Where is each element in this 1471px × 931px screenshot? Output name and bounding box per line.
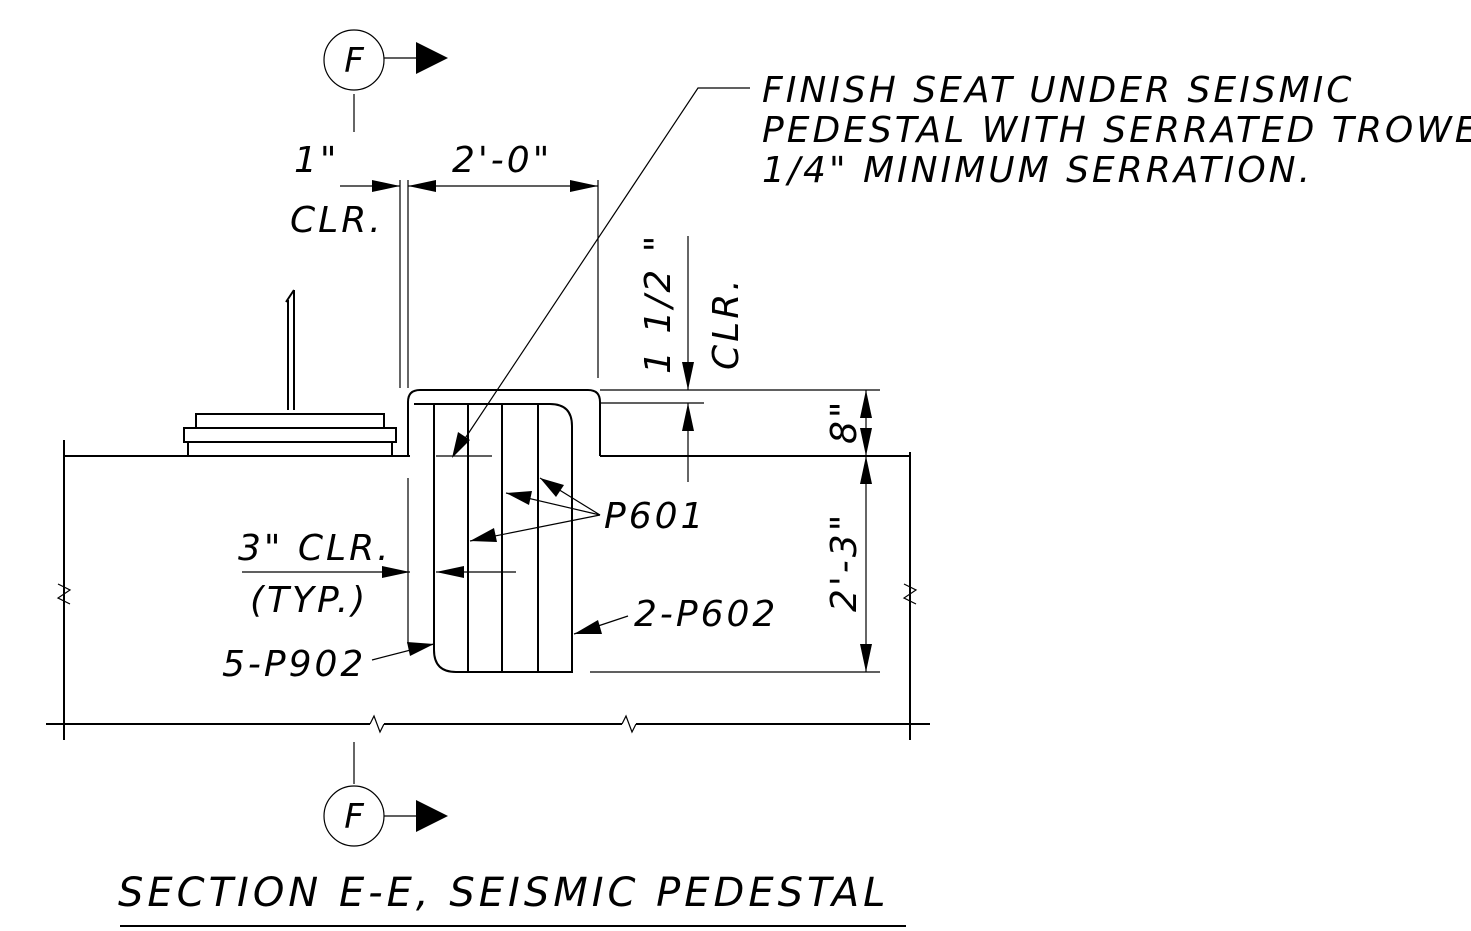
break-symbol-bottom-1-icon (369, 714, 385, 734)
break-symbol-right-icon (902, 583, 918, 605)
break-symbol-bottom-2-icon (621, 714, 637, 734)
p602-arrow-icon (574, 620, 602, 634)
note-leader-arrow-icon (452, 432, 470, 458)
dim-2ft3-arrow-bottom-icon (860, 644, 872, 672)
section-letter-top: F (344, 41, 364, 81)
p602-callout: 2-P602 (573, 594, 778, 635)
dim-side-clear: 3" CLR. (238, 528, 392, 569)
bearing-plate-bottom (187, 441, 393, 457)
dim-pedestal-width: 2'-0" (452, 140, 552, 181)
drawing-title: SECTION E-E, SEISMIC PEDESTAL (118, 870, 889, 916)
anchor-rod-tip (285, 289, 295, 303)
dim-vertical-clear: 1 1/2 " (638, 233, 679, 374)
dim-vertical-clear-arrow-bottom-icon (682, 403, 694, 431)
dim-vertical-clear-arrow-top-icon (682, 362, 694, 390)
p601-callout: P601 (469, 477, 706, 542)
section-marker-top: F (323, 29, 448, 132)
side-clear-callout: 3" CLR. (TYP.) (238, 478, 516, 644)
label-p602: 2-P602 (634, 594, 778, 635)
dim-8in-arrow-top-icon (860, 390, 872, 418)
p601-arrow-1-icon (470, 528, 497, 542)
dim-2ft3-arrow-top-icon (860, 456, 872, 484)
dim-top-clear: 1" (294, 140, 339, 181)
dim-vertical-clear-label: CLR. (706, 276, 747, 370)
p601-arrow-2-icon (506, 491, 532, 505)
side-clear-arrow-left-icon (382, 566, 410, 578)
finish-seat-note: FINISH SEAT UNDER SEISMIC PEDESTAL WITH … (452, 70, 1471, 458)
section-arrow-top-icon (416, 42, 448, 74)
rebar-cage (414, 403, 573, 673)
rebar-p902-hoop (414, 403, 573, 673)
pedestal (407, 389, 601, 456)
note-line-2: PEDESTAL WITH SERRATED TROWEL, (762, 110, 1471, 151)
label-p902: 5-P902 (222, 644, 366, 685)
slab-outline (46, 440, 930, 740)
note-leader-line (455, 87, 750, 453)
dim-side-clear-note: (TYP.) (250, 580, 368, 621)
dim-footing-depth: 2'-3" (824, 512, 865, 612)
vertical-clear-dimension: 1 1/2 " CLR. (600, 233, 880, 482)
p902-arrow-icon (407, 642, 434, 656)
bearing-plate-top (195, 413, 385, 429)
note-line-3: 1/4" MINIMUM SERRATION. (762, 150, 1313, 191)
dim-arrow-2ft-right-icon (570, 180, 598, 192)
dim-arrow-1in-icon (372, 180, 400, 192)
dim-pedestal-height: 8" (824, 399, 865, 444)
label-p601: P601 (604, 496, 706, 537)
section-letter-bottom: F (344, 797, 364, 837)
section-marker-bottom: F (323, 742, 448, 847)
p601-arrow-3-icon (540, 478, 564, 497)
bearing-device (183, 289, 397, 457)
dim-top-clear-label: CLR. (290, 200, 384, 241)
section-bubble-top (323, 29, 385, 91)
drawing-title-block: SECTION E-E, SEISMIC PEDESTAL (118, 870, 906, 927)
right-dimensions: 8" 2'-3" (590, 390, 880, 673)
bearing-plate-middle (183, 427, 397, 443)
top-dimensions: 1" CLR. 2'-0" (290, 140, 599, 388)
p902-callout: 5-P902 (222, 642, 435, 685)
pedestal-outline (407, 389, 601, 456)
dim-arrow-2ft-left-icon (408, 180, 436, 192)
side-clear-arrow-right-icon (436, 566, 464, 578)
note-line-1: FINISH SEAT UNDER SEISMIC (762, 70, 1354, 111)
section-arrow-bottom-icon (416, 800, 448, 832)
dim-8in-arrow-bottom-icon (860, 428, 872, 456)
break-symbol-left-icon (56, 583, 72, 605)
